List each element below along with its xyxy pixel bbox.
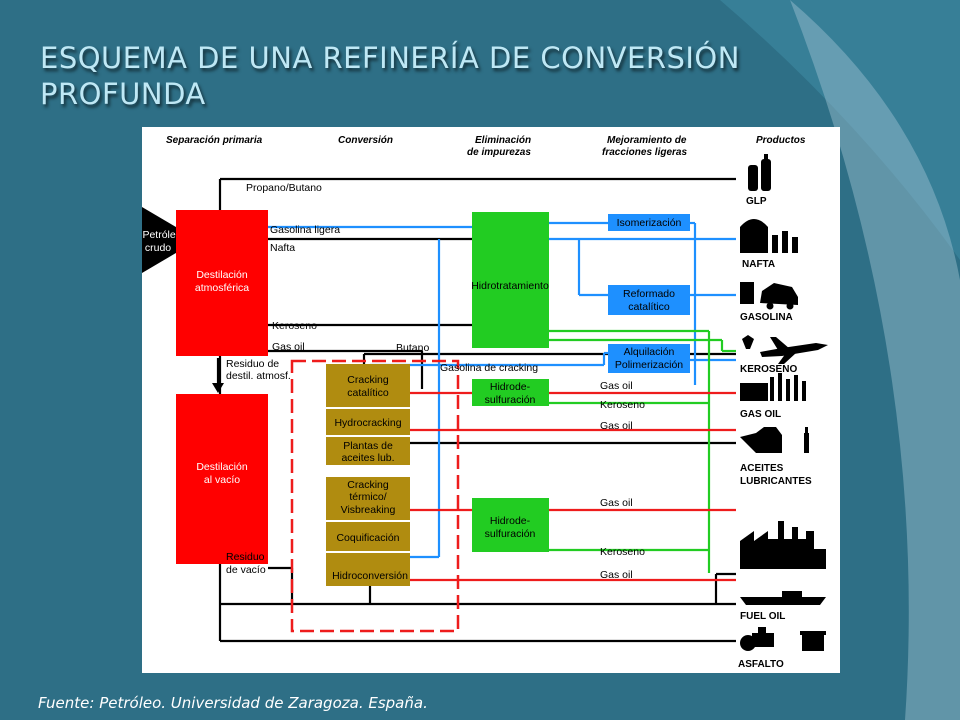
crude-oil-label-2: crudo [145, 242, 171, 254]
stream-propano-butano: Propano/Butano [246, 182, 322, 194]
stream-butano: Butano [396, 342, 429, 354]
reforming-label: Reformado [623, 288, 675, 300]
hydrodesulf-2-label: Hidrode- [490, 515, 531, 527]
hydrodesulfurization-unit-1[interactable]: Hidrode- sulfuración [472, 379, 549, 406]
product-gasolina: GASOLINA [740, 312, 793, 323]
catalytic-cracking-label-2: catalítico [347, 387, 389, 399]
alkylation-label: Alquilación [624, 346, 675, 358]
coking-unit[interactable]: Coquificación [326, 522, 410, 551]
stream-nafta: Nafta [270, 242, 295, 254]
hydrotreating-label: Hidrotratamiento [471, 280, 549, 292]
header-mejoramiento: Mejoramiento de [607, 135, 687, 146]
thermal-cracking-label-3: Visbreaking [341, 504, 396, 516]
hydrodesulfurization-unit-2[interactable]: Hidrode- sulfuración [472, 498, 549, 552]
slide-title: ESQUEMA DE UNA REFINERÍA DE CONVERSIÓN P… [40, 41, 740, 111]
refinery-diagram: Separación primaria Conversión Eliminaci… [142, 127, 840, 673]
catalytic-cracking-label: Cracking [347, 374, 389, 386]
product-asfalto: ASFALTO [738, 659, 784, 670]
green-flow-lines [549, 329, 736, 573]
lube-plant-label-2: aceites lub. [341, 452, 394, 464]
product-gas-oil: GAS OIL [740, 409, 781, 420]
glp-cylinder-icon [748, 154, 771, 191]
stream-residuo-atm: Residuo de [226, 358, 279, 370]
lube-plant-label: Plantas de [343, 440, 393, 452]
hydrotreating-unit[interactable]: Hidrotratamiento [471, 212, 549, 348]
stream-gasolina-ligera: Gasolina ligera [270, 224, 340, 236]
isomerization-label: Isomerización [617, 217, 682, 229]
gasoil-truck-icon [740, 373, 806, 401]
thermal-cracking-unit[interactable]: Cracking térmico/ Visbreaking [326, 477, 410, 520]
blue-flow-lines [268, 221, 736, 559]
hydrocracking-label: Hydrocracking [334, 417, 401, 429]
lubricant-can-icon [740, 427, 809, 453]
header-separacion: Separación primaria [166, 135, 263, 146]
hydroconversion-label: Hidroconversión [332, 570, 408, 582]
stream-keroseno: Keroseno [272, 320, 317, 332]
stream-residuo-vacio: Residuo [226, 551, 265, 563]
coking-label: Coquificación [336, 532, 399, 544]
crude-oil-arrow-icon[interactable] [142, 207, 198, 273]
nafta-plant-icon [740, 219, 798, 253]
product-aceites-2: LUBRICANTES [740, 476, 812, 487]
header-mejoramiento-2: fracciones ligeras [602, 147, 687, 158]
catalytic-cracking-unit[interactable]: Cracking catalítico [326, 364, 410, 407]
stream-gas-oil-1: Gas oil [600, 380, 633, 392]
stream-residuo-vacio-2: de vacío [226, 564, 266, 576]
stream-gas-oil-3: Gas oil [600, 497, 633, 509]
product-keroseno: KEROSENO [740, 364, 797, 375]
product-glp: GLP [746, 196, 767, 207]
residue-arrow-icon [212, 383, 224, 393]
header-conversion: Conversión [338, 135, 393, 146]
vacuum-distillation-label: Destilación [196, 461, 248, 473]
lube-oil-plant-unit[interactable]: Plantas de aceites lub. [326, 437, 410, 465]
hydroconversion-unit[interactable]: Hidroconversión [326, 553, 410, 586]
asphalt-roller-icon [740, 627, 826, 651]
alkylation-label-2: Polimerización [615, 359, 683, 371]
atm-distillation-label: Destilación [196, 269, 248, 281]
hydrodesulf-1-label-2: sulfuración [485, 394, 536, 406]
stream-gas-oil: Gas oil [272, 341, 305, 353]
source-caption: Fuente: Petróleo. Universidad de Zaragoz… [38, 694, 428, 712]
hydrodesulf-2-label-2: sulfuración [485, 528, 536, 540]
catalytic-reforming-unit[interactable]: Reformado catalítico [608, 285, 690, 315]
gasoline-car-icon [740, 282, 798, 310]
crude-oil-label: Petróleo [142, 229, 181, 241]
hydrodesulf-1-label: Hidrode- [490, 381, 531, 393]
thermal-cracking-label-2: térmico/ [349, 491, 386, 503]
stream-gasolina-cracking: Gasolina de cracking [440, 362, 538, 374]
fuel-oil-factory-icon [740, 521, 826, 605]
header-productos: Productos [756, 135, 806, 146]
product-nafta: NAFTA [742, 259, 775, 270]
refinery-diagram-svg: Separación primaria Conversión Eliminaci… [142, 135, 828, 670]
conversion-group-outline [290, 359, 460, 633]
product-aceites: ACEITES [740, 463, 784, 474]
stream-gas-oil-4: Gas oil [600, 569, 633, 581]
vacuum-distillation-label-2: al vacío [204, 474, 240, 486]
stream-residuo-atm-2: destil. atmosf. [226, 370, 291, 382]
reforming-label-2: catalítico [628, 301, 670, 313]
alkylation-unit[interactable]: Alquilación Polimerización [608, 344, 690, 373]
isomerization-unit[interactable]: Isomerización [608, 214, 690, 231]
stream-gas-oil-2: Gas oil [600, 420, 633, 432]
stream-keroseno-2: Keroseno [600, 399, 645, 411]
header-eliminacion: Eliminación [475, 135, 531, 146]
kerosene-plane-icon [742, 335, 828, 364]
atmospheric-distillation-unit[interactable]: Destilación atmosférica [176, 210, 268, 356]
red-flow-lines [410, 391, 736, 582]
thermal-cracking-label: Cracking [347, 479, 389, 491]
product-fuel-oil: FUEL OIL [740, 611, 785, 622]
vacuum-distillation-unit[interactable]: Destilación al vacío [176, 394, 268, 564]
stream-keroseno-3: Keroseno [600, 546, 645, 558]
header-eliminacion-2: de impurezas [467, 147, 531, 158]
atm-distillation-label-2: atmosférica [195, 282, 249, 294]
hydrocracking-unit[interactable]: Hydrocracking [326, 409, 410, 435]
